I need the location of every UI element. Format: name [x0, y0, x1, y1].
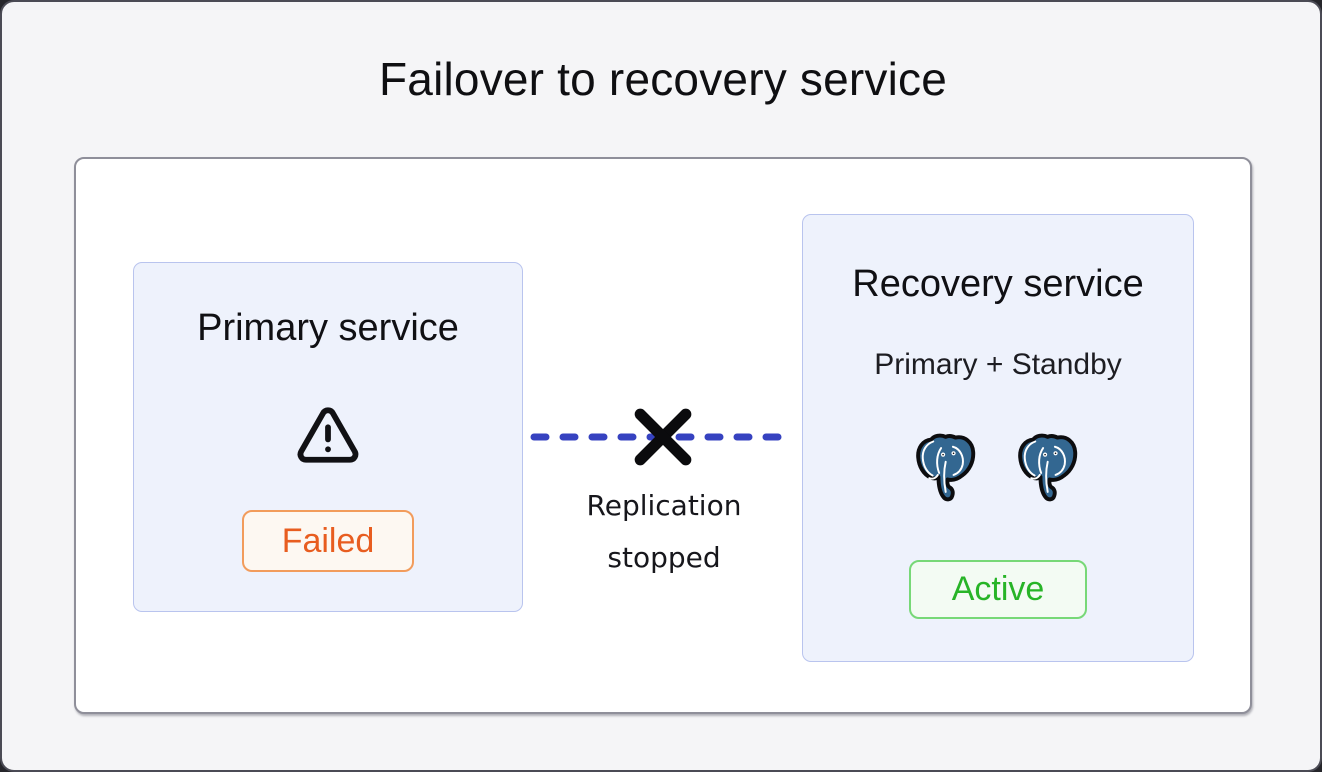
primary-card-title: Primary service	[197, 307, 459, 349]
recovery-service-card: Recovery service Primary + Standby	[802, 214, 1194, 662]
recovery-card-title: Recovery service	[852, 263, 1144, 305]
postgres-icon-row	[914, 433, 1082, 505]
x-mark-icon	[634, 408, 692, 466]
replication-label-line1: Replication	[586, 489, 742, 522]
recovery-card-subtitle: Primary + Standby	[874, 348, 1122, 381]
postgres-elephant-icon	[1018, 433, 1078, 502]
failed-status-badge: Failed	[242, 510, 414, 572]
active-status-label: Active	[951, 570, 1045, 608]
primary-service-card: Primary service Failed	[133, 262, 523, 612]
replication-stopped-label: Replication stopped	[530, 480, 798, 584]
warning-triangle-icon	[295, 402, 361, 468]
postgres-elephant-icon	[916, 433, 976, 502]
diagram-title: Failover to recovery service	[379, 53, 947, 105]
replication-label-line2: stopped	[607, 541, 721, 574]
active-status-badge: Active	[909, 560, 1087, 619]
failed-status-label: Failed	[281, 521, 375, 560]
